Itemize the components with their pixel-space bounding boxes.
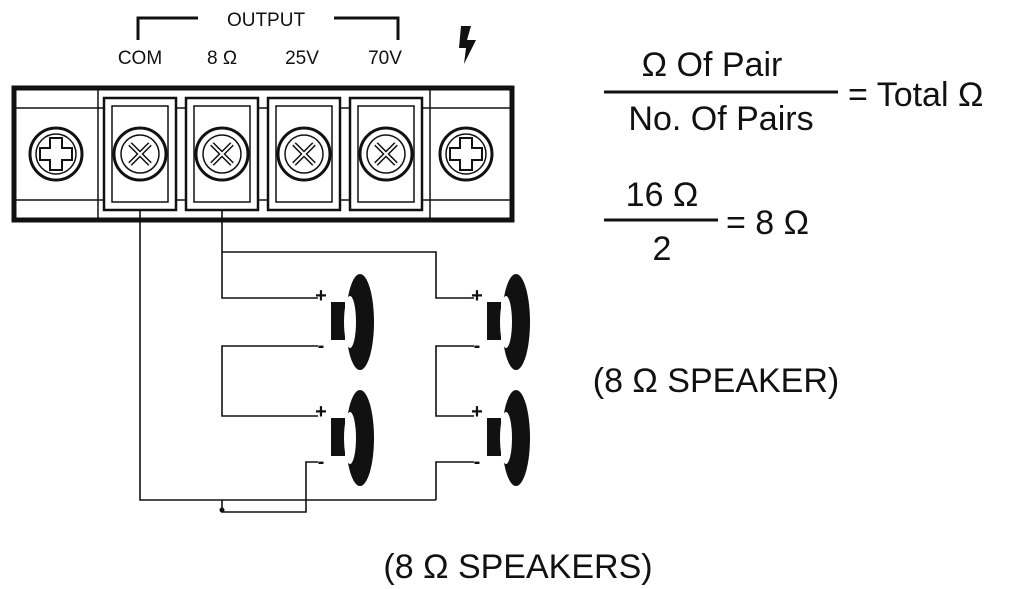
- terminal-screw-com: [102, 96, 178, 212]
- terminal-screw-8ohm: [184, 96, 260, 212]
- terminal-label-8ohm: 8 Ω: [207, 48, 237, 69]
- speaker-bottom-left: [331, 390, 374, 486]
- terminal-label-com: COM: [118, 48, 162, 69]
- terminal-block: [11, 85, 515, 223]
- polarity-minus: -: [474, 451, 481, 473]
- terminal-screw-25v: [266, 96, 342, 212]
- speaker-top-right: [487, 274, 530, 370]
- terminal-label-25v: 25V: [285, 48, 319, 69]
- speaker-bottom-right: [487, 390, 530, 486]
- polarity-plus: +: [315, 285, 327, 307]
- example-numerator: 16 Ω: [626, 176, 699, 214]
- lightning-bolt-icon: [459, 26, 476, 64]
- mounting-screw-right: [438, 126, 494, 182]
- polarity-minus: -: [318, 335, 325, 357]
- output-label: OUTPUT: [227, 10, 306, 31]
- speaker-label: (8 Ω SPEAKER): [593, 362, 839, 400]
- polarity-plus: +: [471, 401, 483, 423]
- polarity-minus: -: [474, 335, 481, 357]
- formula-result: = Total Ω: [848, 76, 983, 114]
- terminal-screw-70v: [348, 96, 424, 212]
- speaker-wiring: [139, 210, 474, 513]
- formula-denominator: No. Of Pairs: [628, 100, 813, 138]
- mounting-screw-left: [28, 126, 84, 182]
- example-denominator: 2: [653, 230, 672, 268]
- speaker-top-left: [331, 274, 374, 370]
- junction-dot: [219, 507, 225, 513]
- polarity-plus: +: [471, 285, 483, 307]
- example-result: = 8 Ω: [726, 204, 809, 242]
- polarity-plus: +: [315, 401, 327, 423]
- output-bracket: [136, 16, 400, 40]
- formula-numerator: Ω Of Pair: [642, 46, 783, 84]
- polarity-minus: -: [318, 451, 325, 473]
- terminal-label-70v: 70V: [368, 48, 402, 69]
- speakers-label: (8 Ω SPEAKERS): [383, 548, 652, 586]
